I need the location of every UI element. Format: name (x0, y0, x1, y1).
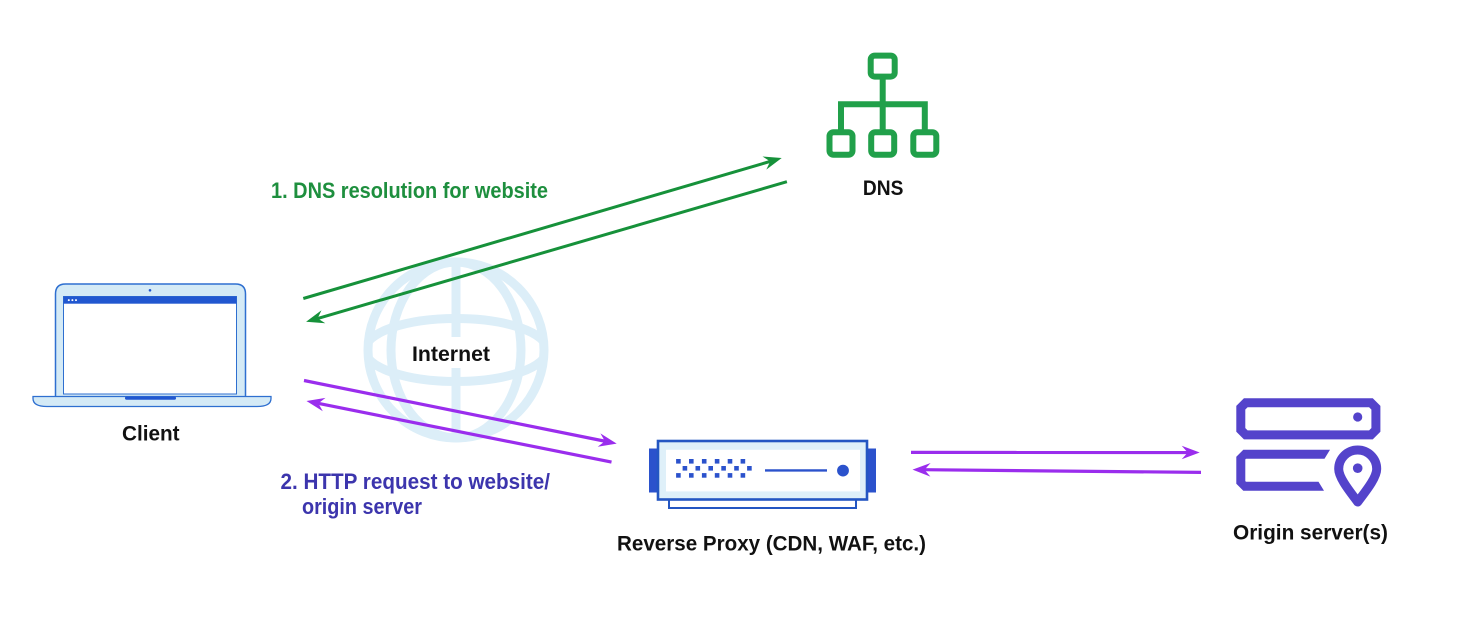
svg-text:Client: Client (122, 423, 180, 446)
svg-text:2. HTTP request to website/: 2. HTTP request to website/ (281, 469, 551, 494)
svg-text:origin server: origin server (302, 494, 422, 519)
svg-text:Reverse Proxy (CDN, WAF, etc.): Reverse Proxy (CDN, WAF, etc.) (617, 533, 926, 556)
svg-text:DNS: DNS (863, 177, 904, 200)
svg-text:Origin server(s): Origin server(s) (1233, 522, 1388, 545)
svg-text:1. DNS resolution for website: 1. DNS resolution for website (271, 178, 548, 203)
svg-text:Internet: Internet (412, 343, 490, 366)
